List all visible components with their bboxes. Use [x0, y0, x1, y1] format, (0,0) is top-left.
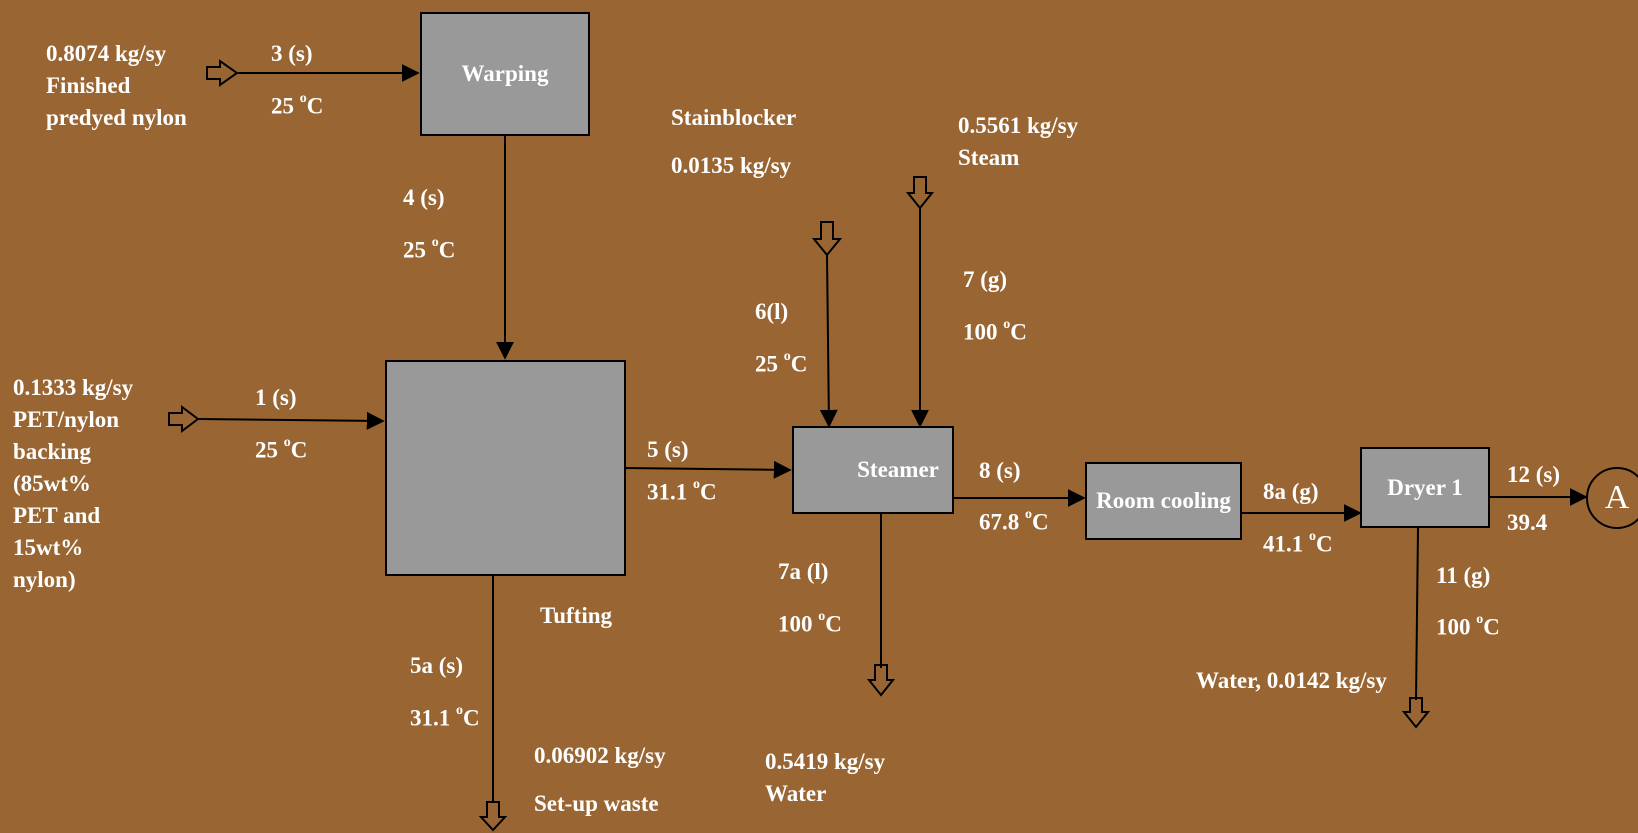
room-cooling-unit: Room cooling: [1085, 462, 1242, 540]
stream-1-label: 1 (s): [255, 385, 297, 410]
feed-3-name-line1: Finished: [46, 73, 131, 98]
stream-6-temp: 25 oC: [755, 349, 808, 377]
feed-1-line-3: (85wt%: [13, 471, 91, 496]
dryer-unit: Dryer 1: [1360, 447, 1490, 528]
stream-8-label: 8 (s): [979, 458, 1021, 483]
feed-1-line-2: backing: [13, 439, 91, 464]
feed-1-line-5: 15wt%: [13, 535, 84, 560]
stream-11-line: [1415, 527, 1419, 701]
waste-5a-rate: 0.06902 kg/sy: [534, 743, 666, 768]
waste-7a-rate: 0.5419 kg/sy: [765, 749, 886, 774]
waste-arrow-11: [1401, 697, 1431, 729]
stream-11-label: 11 (g): [1436, 563, 1491, 588]
stream-4-temp: 25 oC: [403, 235, 456, 263]
stream-3-label: 3 (s): [271, 41, 313, 66]
stream-6-line: [819, 254, 838, 428]
stream-8-temp: 67.8 oC: [979, 507, 1049, 535]
feed-arrow-6: [811, 221, 843, 257]
tufting-label: Tufting: [540, 603, 613, 628]
stream-1-line: [197, 411, 385, 430]
feed-arrow-1: [168, 405, 200, 433]
connector-a: A: [1586, 467, 1638, 529]
stream-4-label: 4 (s): [403, 185, 445, 210]
warping-unit: Warping: [420, 12, 590, 136]
stream-7-temp: 100 oC: [963, 317, 1027, 345]
tufting-unit: [385, 360, 626, 576]
stream-12-temp: 39.4: [1507, 510, 1548, 535]
feed-arrow-3: [206, 59, 239, 87]
stream-8a-temp: 41.1 oC: [1263, 529, 1333, 557]
stream-5-label: 5 (s): [647, 437, 689, 462]
feed-1-rate: 0.1333 kg/sy: [13, 375, 134, 400]
stream-5-line: [624, 460, 792, 479]
stream-5a-label: 5a (s): [410, 653, 464, 678]
stream-12-label: 12 (s): [1507, 462, 1561, 487]
feed-3-name-line2: predyed nylon: [46, 105, 187, 130]
stream-6-label: 6(l): [755, 299, 789, 324]
feed-7-name: Steam: [958, 145, 1020, 170]
feed-1-line-4: PET and: [13, 503, 101, 528]
waste-11-name: Water, 0.0142 kg/sy: [1196, 668, 1387, 693]
stream-5a-temp: 31.1 oC: [410, 703, 480, 731]
waste-5a-name: Set-up waste: [534, 791, 659, 816]
feed-3-rate: 0.8074 kg/sy: [46, 41, 167, 66]
feed-1-line-6: nylon): [13, 567, 76, 592]
stream-7a-temp: 100 oC: [778, 609, 842, 637]
steamer-unit: Steamer: [792, 426, 954, 514]
feed-1-line-1: PET/nylon: [13, 407, 120, 432]
stream-7a-label: 7a (l): [778, 559, 829, 584]
waste-arrow-7a: [866, 664, 896, 697]
feed-6-name: Stainblocker: [671, 105, 797, 130]
stream-8a-label: 8a (g): [1263, 479, 1319, 504]
feed-7-rate: 0.5561 kg/sy: [958, 113, 1079, 138]
stream-5-temp: 31.1 oC: [647, 477, 717, 505]
stream-1-temp: 25 oC: [255, 435, 308, 463]
stream-3-temp: 25 oC: [271, 91, 324, 119]
waste-arrow-5a: [478, 801, 508, 832]
feed-6-rate: 0.0135 kg/sy: [671, 153, 792, 178]
stream-11-temp: 100 oC: [1436, 612, 1500, 640]
waste-7a-name: Water: [765, 781, 827, 806]
stream-7-label: 7 (g): [963, 267, 1008, 292]
feed-arrow-7: [905, 176, 935, 210]
